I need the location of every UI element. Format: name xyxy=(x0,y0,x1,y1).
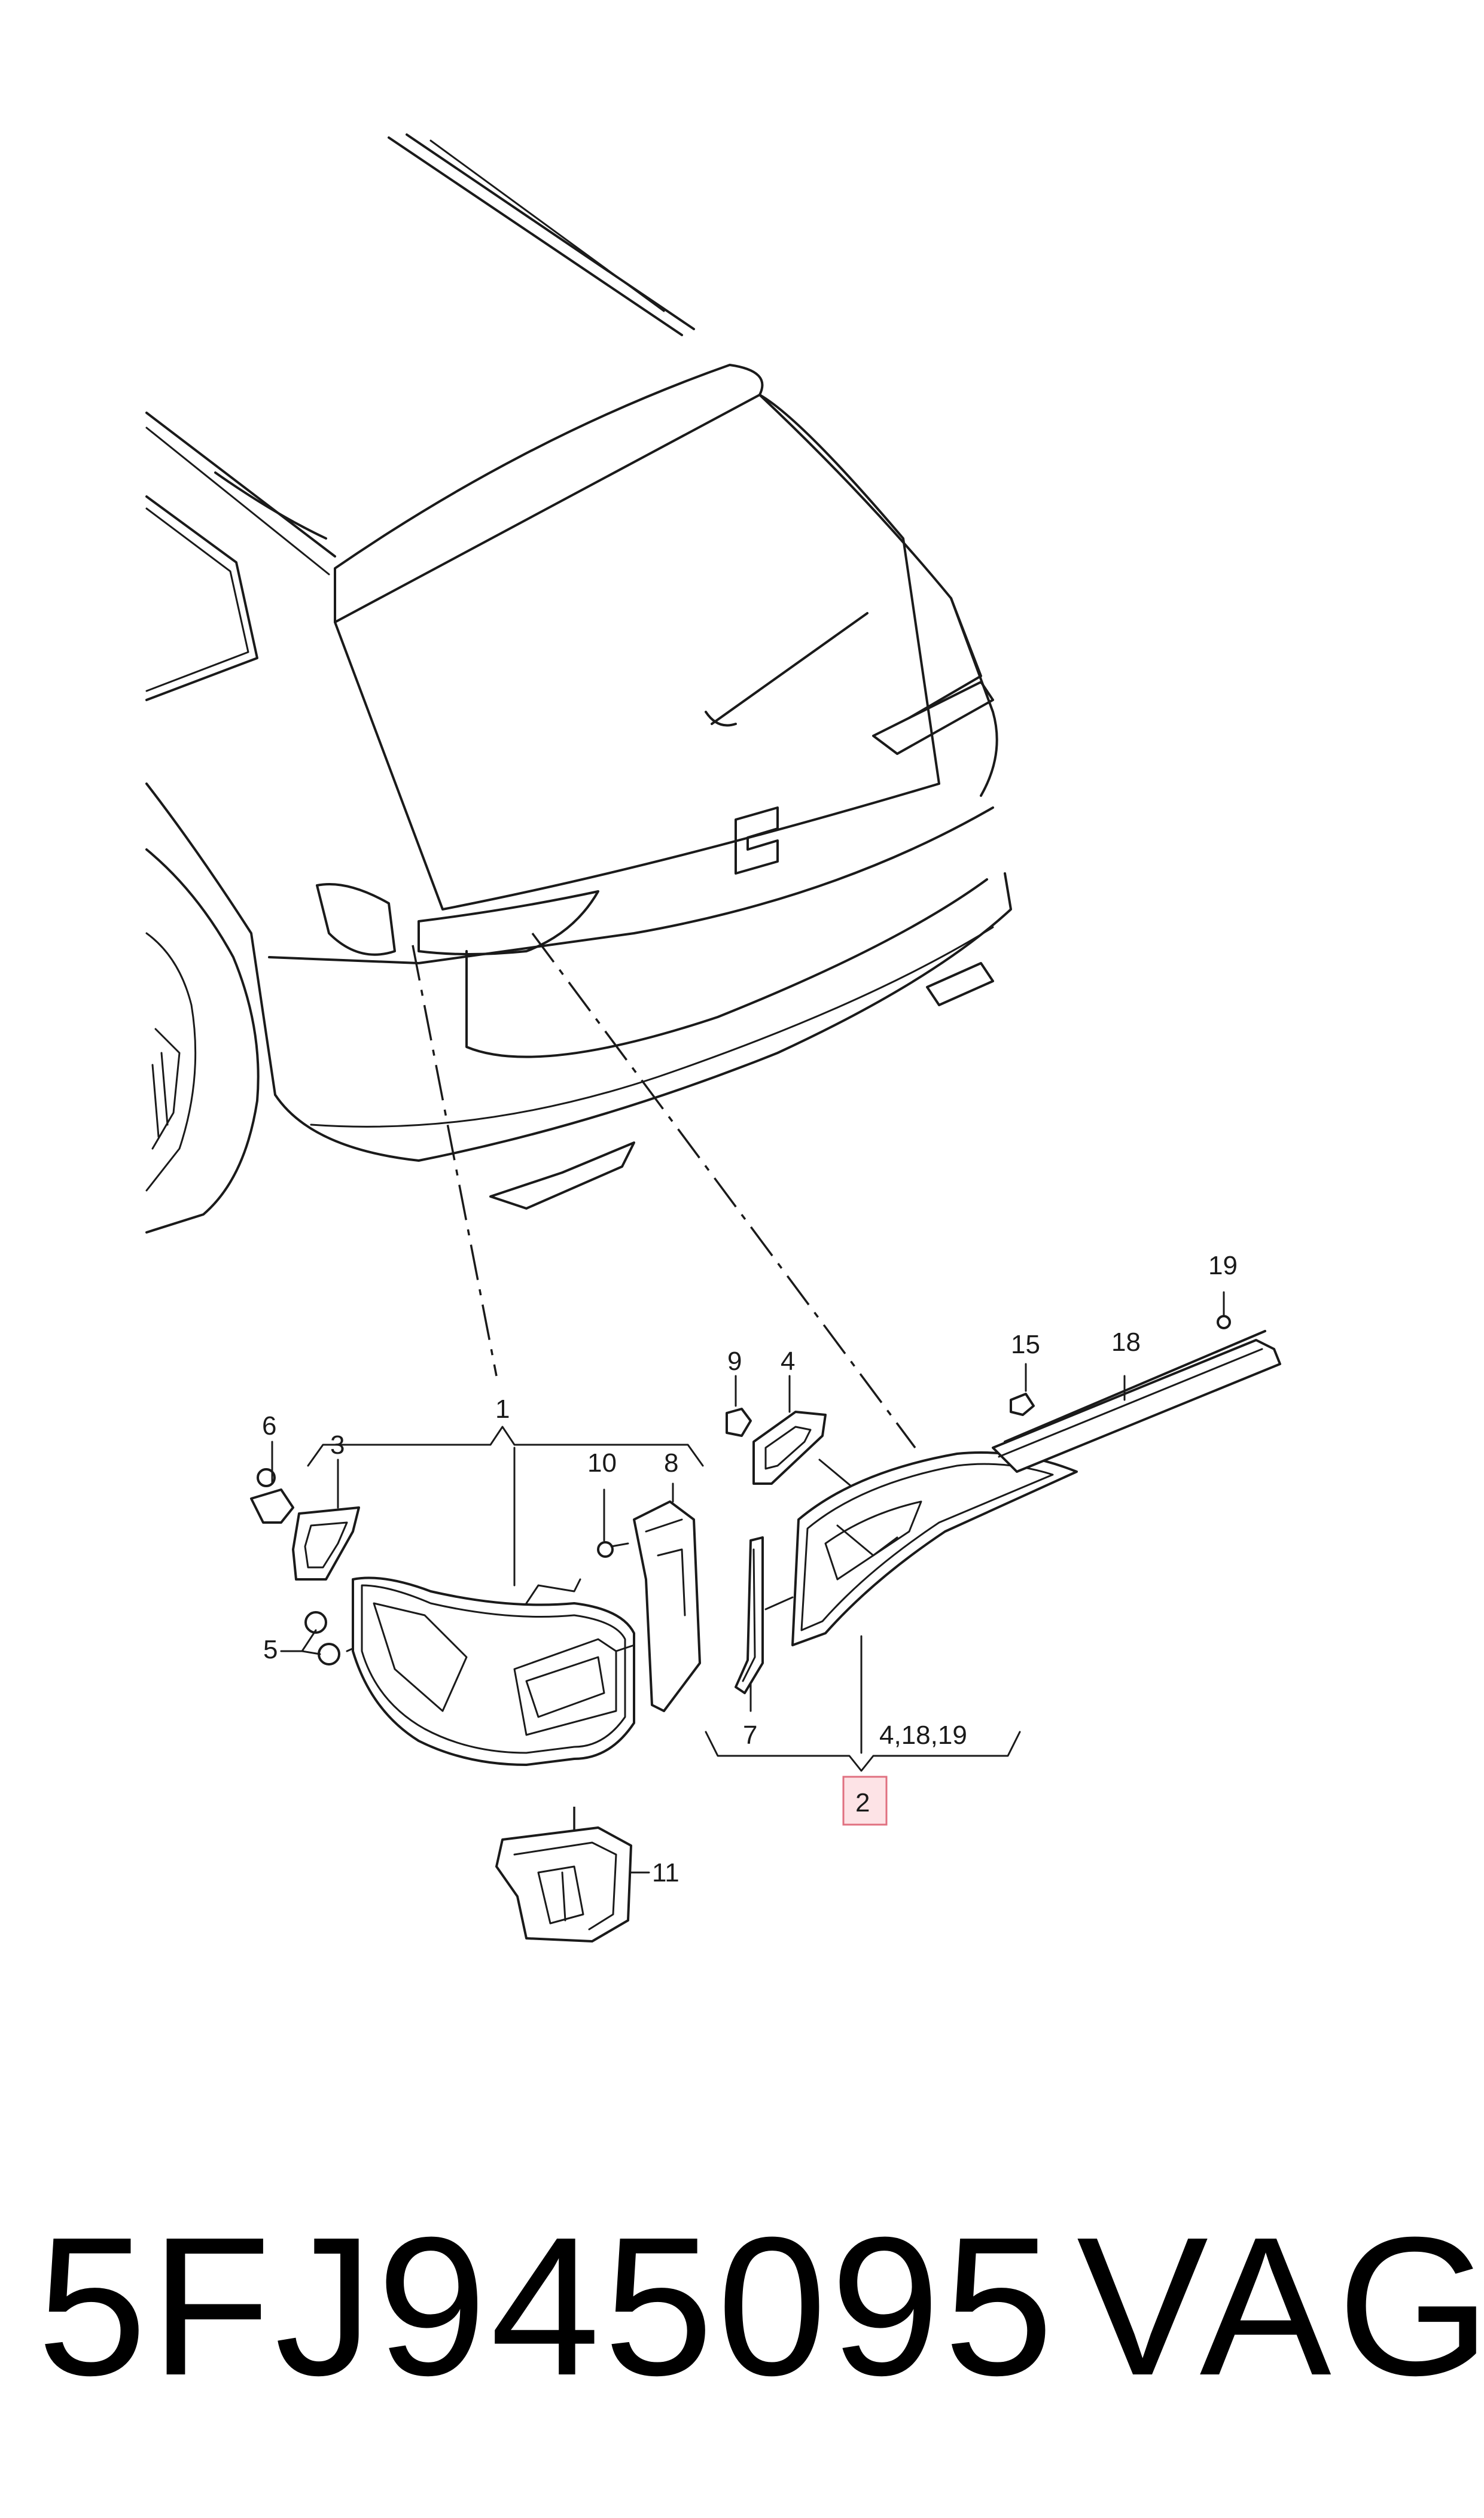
part-19-clip xyxy=(1217,1291,1231,1329)
callout-2-highlight xyxy=(842,1776,888,1826)
part-5-nuts xyxy=(280,1611,375,1666)
callouts: 1 6 3 5 10 8 9 4 7 4,18,19 15 18 19 11 2 xyxy=(262,1251,1238,1887)
part-10-screw xyxy=(597,1488,629,1558)
vehicle-outline xyxy=(145,133,1012,1234)
callout-2: 2 xyxy=(855,1788,870,1817)
part-3-gasket xyxy=(292,1459,360,1581)
part-6-clip xyxy=(250,1441,294,1524)
callout-15: 15 xyxy=(1011,1330,1040,1359)
callout-19: 19 xyxy=(1208,1251,1238,1280)
parts-diagram: 1 6 3 5 10 8 9 4 7 4,18,19 15 18 19 11 2 xyxy=(145,133,1281,1942)
part-9-nut xyxy=(726,1375,752,1437)
part-4-gasket xyxy=(752,1375,857,1491)
callout-6: 6 xyxy=(262,1411,276,1441)
callout-9: 9 xyxy=(727,1347,742,1376)
part-15-clip xyxy=(1010,1363,1035,1416)
part-8-bracket xyxy=(633,1482,701,1712)
callout-8: 8 xyxy=(664,1448,678,1478)
callout-7: 7 xyxy=(743,1721,757,1750)
callout-11: 11 xyxy=(652,1858,679,1887)
leader-lines xyxy=(412,932,916,1831)
bracket-part-1 xyxy=(307,1426,704,1587)
brand-name: VAG xyxy=(1077,2196,1484,2416)
callout-4: 4 xyxy=(781,1347,795,1376)
part-2-inner-tail-light xyxy=(764,1451,1078,1646)
part-18-trim-strip xyxy=(992,1330,1281,1473)
callout-1: 1 xyxy=(495,1395,510,1424)
part-1-outer-tail-light xyxy=(352,1576,635,1766)
part-11-bulb-carrier xyxy=(495,1826,650,1942)
callout-5: 5 xyxy=(263,1635,278,1664)
callout-3: 3 xyxy=(330,1430,345,1460)
callout-10: 10 xyxy=(587,1448,617,1478)
callout-18: 18 xyxy=(1111,1327,1141,1357)
part-7-seal xyxy=(735,1536,764,1694)
callout-group-2: 4,18,19 xyxy=(879,1721,967,1750)
part-number: 5FJ945095 xyxy=(37,2196,1058,2416)
